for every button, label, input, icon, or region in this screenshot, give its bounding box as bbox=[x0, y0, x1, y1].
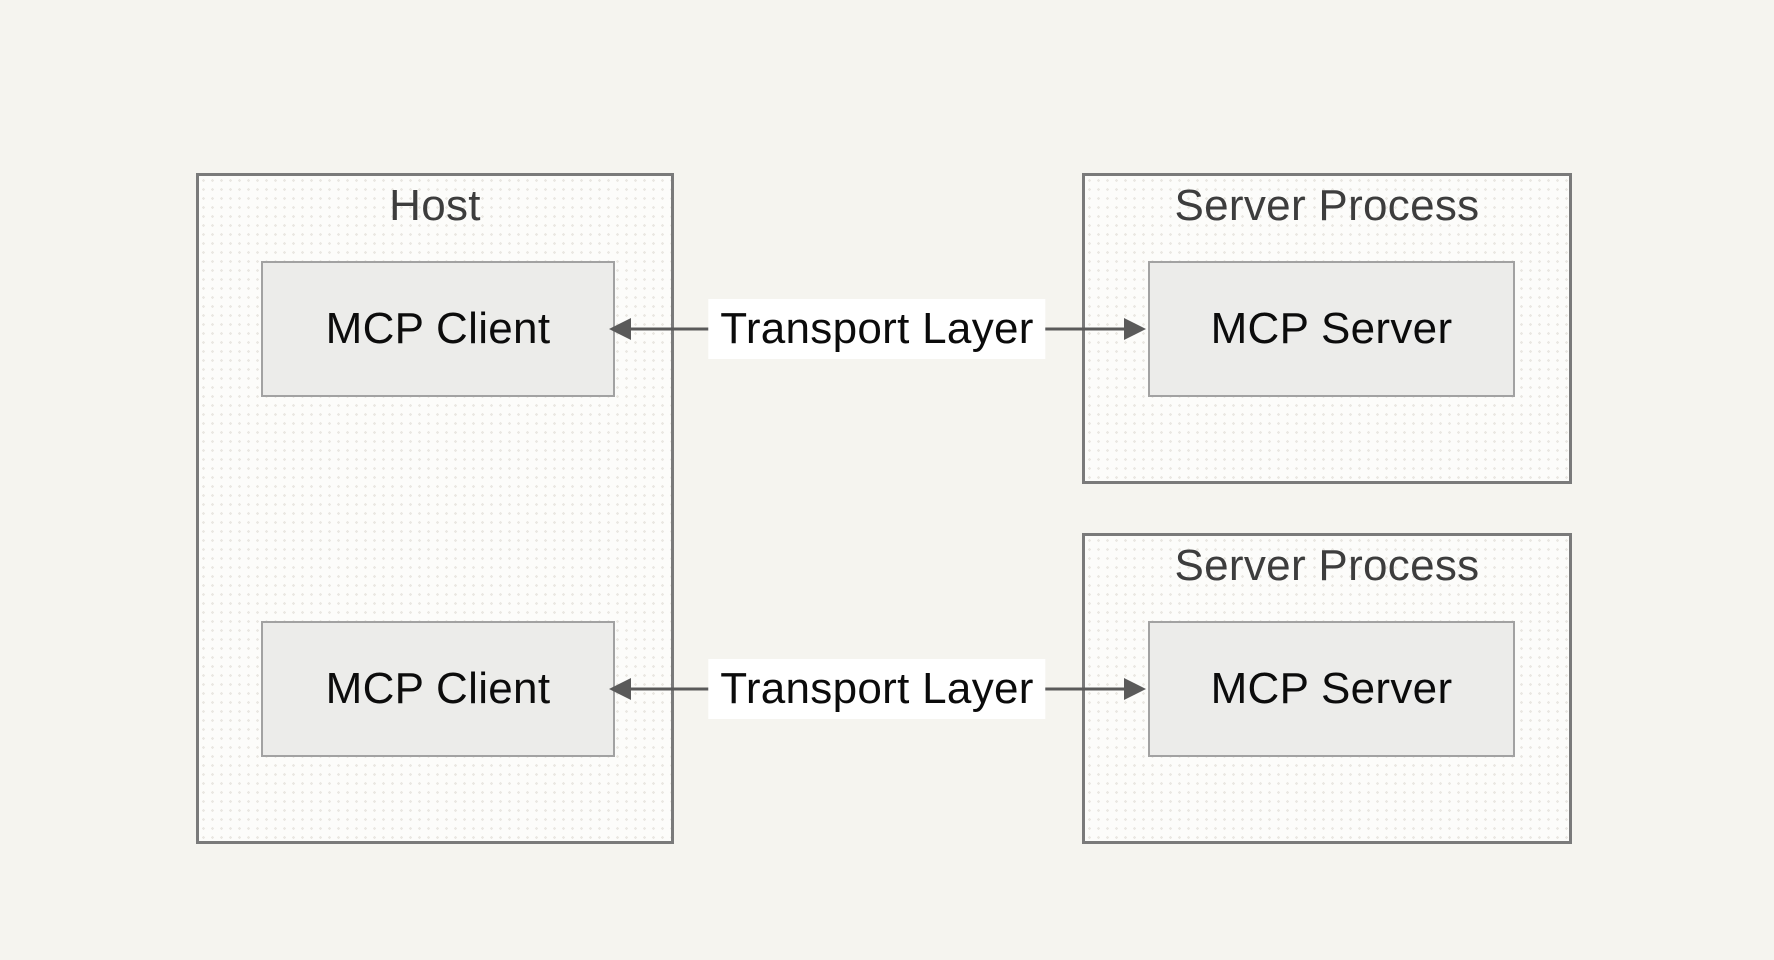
arrowhead-left-icon bbox=[609, 318, 631, 340]
host-title: Host bbox=[389, 181, 481, 230]
mcp-server-node-2: MCP Server bbox=[1148, 621, 1515, 757]
server-process-box-2: Server Process MCP Server bbox=[1082, 533, 1572, 844]
host-box: Host MCP Client MCP Client bbox=[196, 173, 674, 844]
mcp-server-label: MCP Server bbox=[1210, 304, 1453, 353]
transport-layer-label-1: Transport Layer bbox=[708, 299, 1046, 359]
mcp-client-node-2: MCP Client bbox=[261, 621, 615, 757]
mcp-client-label: MCP Client bbox=[325, 664, 551, 713]
server-process-title: Server Process bbox=[1174, 181, 1480, 230]
mcp-server-label: MCP Server bbox=[1210, 664, 1453, 713]
server-process-title: Server Process bbox=[1174, 541, 1480, 590]
transport-layer-label-2: Transport Layer bbox=[708, 659, 1046, 719]
arrowhead-right-icon bbox=[1124, 678, 1146, 700]
arrowhead-right-icon bbox=[1124, 318, 1146, 340]
mcp-server-node-1: MCP Server bbox=[1148, 261, 1515, 397]
server-process-box-1: Server Process MCP Server bbox=[1082, 173, 1572, 484]
mcp-client-label: MCP Client bbox=[325, 304, 551, 353]
mcp-client-node-1: MCP Client bbox=[261, 261, 615, 397]
arrowhead-left-icon bbox=[609, 678, 631, 700]
